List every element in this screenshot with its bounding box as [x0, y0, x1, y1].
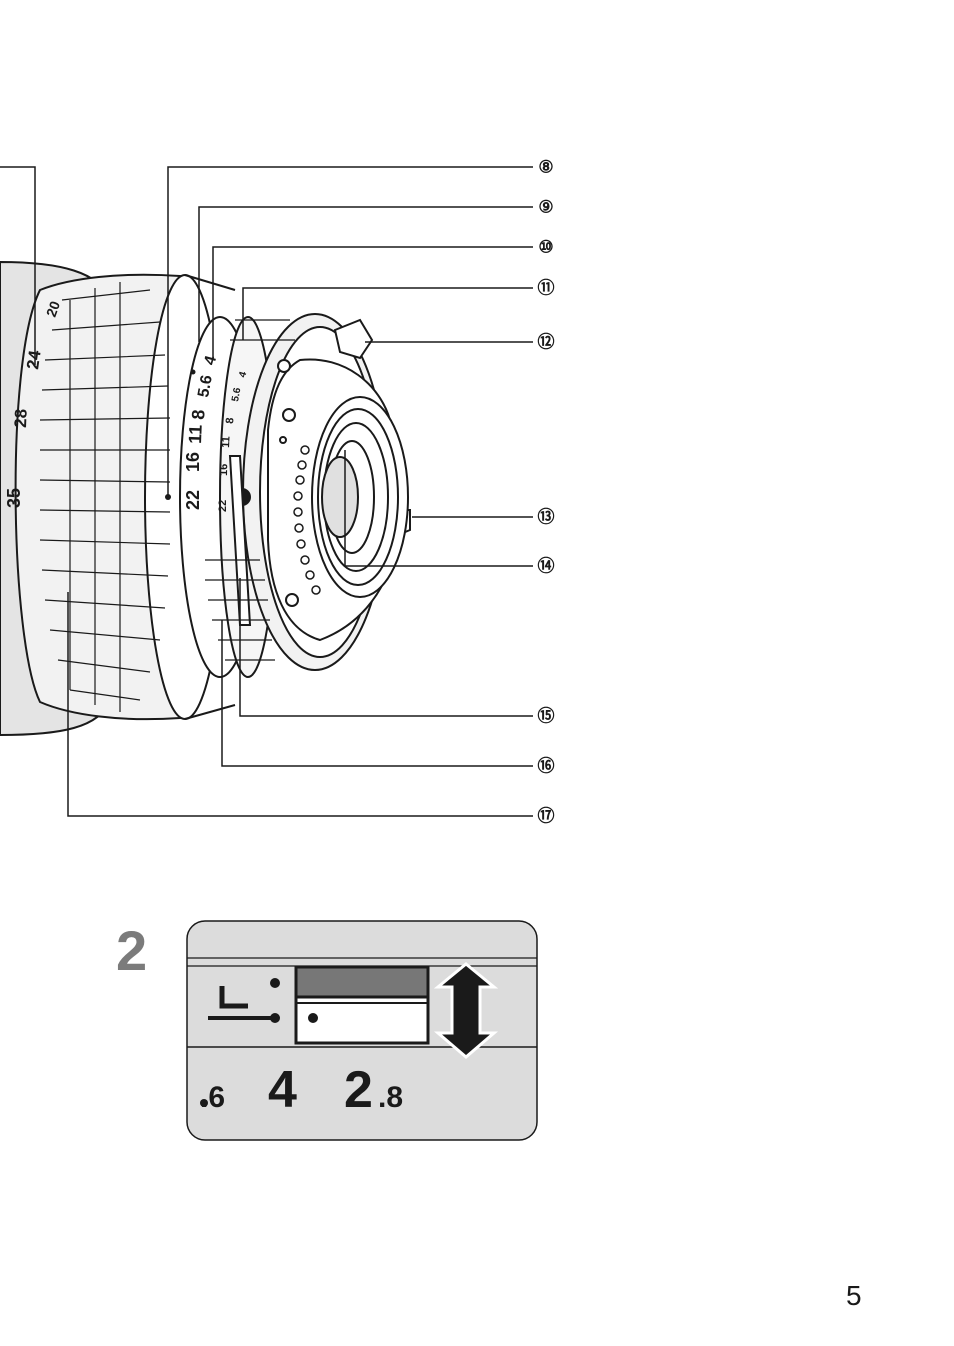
inner-aperture-mark-16: 16: [218, 464, 230, 476]
scale-dot-left: [200, 1099, 208, 1107]
focal-mark-35: 35: [4, 488, 24, 508]
aperture-mark-8: 8: [188, 409, 209, 420]
focal-mark-28: 28: [11, 409, 31, 429]
callout-13: ⑬: [538, 507, 555, 527]
leader-line-17: [67, 592, 533, 817]
depth-of-field-dot: [190, 369, 196, 375]
callout-15: ⑮: [538, 706, 555, 726]
inner-aperture-mark-22: 22: [217, 500, 229, 512]
aperture-mark-4: 4: [201, 354, 220, 367]
leader-line-8: [167, 166, 533, 497]
aperture-lock-detail: .6 4 2 .8: [186, 920, 538, 1141]
leader-line-15: [239, 578, 533, 717]
lens-scale-text: 20 24 28 35 22 16 11 8 5.6 4 22 16 11 8 …: [4, 299, 249, 512]
scale-num-small-left: .6: [200, 1081, 225, 1114]
callout-numbers: ⑧ ⑨ ⑩ ⑪ ⑫ ⑬ ⑭ ⑮ ⑯ ⑰: [538, 158, 555, 826]
leader-line-top-left: [0, 166, 36, 365]
page-number: 5: [846, 1280, 862, 1311]
aperture-mark-11: 11: [185, 424, 206, 444]
lock-dot-lower: [270, 1013, 280, 1023]
aperture-mark-16: 16: [183, 452, 203, 472]
callout-lines: [0, 166, 533, 817]
lens-illustration: [0, 260, 411, 737]
inner-aperture-mark-5-6: 5.6: [230, 386, 243, 402]
lock-lever-dot: [308, 1013, 318, 1023]
figure-2-label: 2: [116, 919, 148, 982]
focal-mark-24: 24: [23, 349, 45, 371]
lock-dot-upper: [270, 978, 280, 988]
callout-17: ⑰: [538, 806, 555, 826]
callout-16: ⑯: [538, 756, 555, 776]
inner-aperture-mark-8: 8: [224, 417, 236, 424]
callout-11: ⑪: [538, 278, 555, 298]
leader-line-9: [198, 206, 533, 342]
slide-arrow-icon: [433, 962, 499, 1059]
scale-num-2: 2: [344, 1061, 373, 1119]
callout-9: ⑨: [538, 198, 553, 217]
callout-10: ⑩: [538, 238, 553, 257]
leader-line-10: [212, 246, 533, 360]
inner-aperture-mark-4: 4: [237, 370, 249, 379]
leader-line-14: [344, 450, 533, 567]
callout-14: ⑭: [538, 556, 555, 576]
callout-12: ⑫: [538, 332, 555, 352]
inner-aperture-mark-11: 11: [220, 436, 233, 448]
lock-lever-window-light: [294, 995, 430, 1045]
lock-lever-window-dark: [294, 965, 430, 999]
callout-8: ⑧: [538, 158, 553, 177]
aperture-mark-5-6: 5.6: [195, 374, 216, 399]
leader-line-11: [242, 287, 533, 340]
scale-num-small-right: .8: [378, 1081, 403, 1114]
lock-symbol: [219, 986, 248, 1009]
focal-mark-20: 20: [43, 299, 63, 319]
leader-line-16: [221, 620, 533, 767]
scale-num-4: 4: [268, 1061, 297, 1119]
aperture-mark-22: 22: [183, 490, 203, 510]
